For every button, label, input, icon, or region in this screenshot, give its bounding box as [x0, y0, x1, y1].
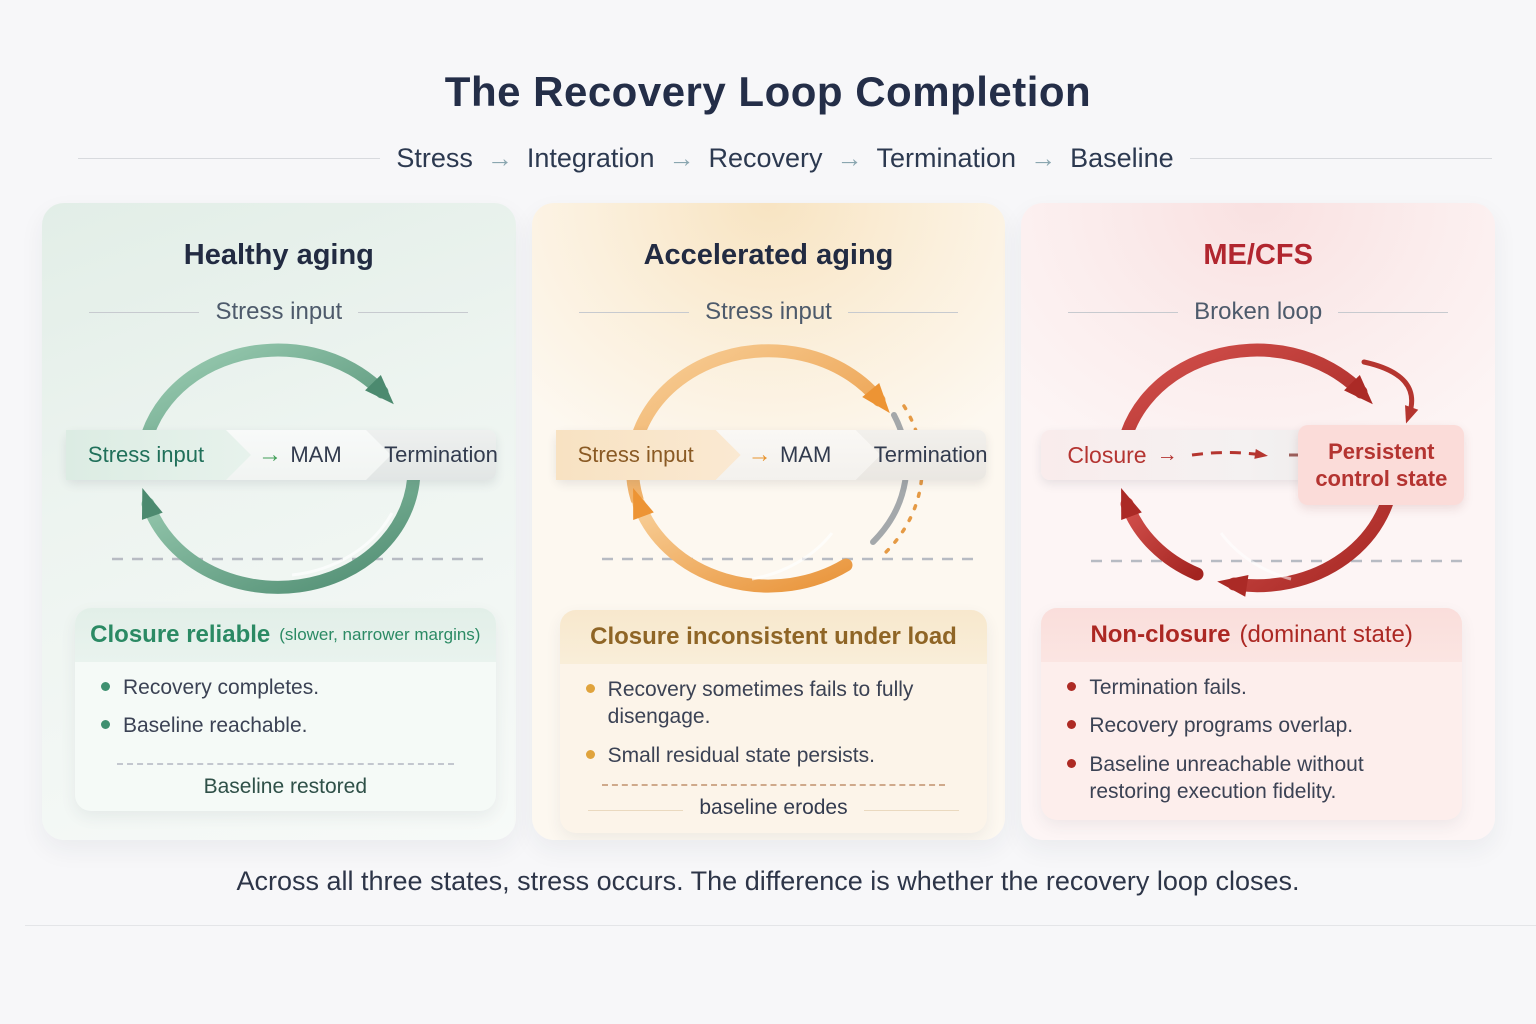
- bullet-item: Baseline unreachable without restoring e…: [1067, 751, 1436, 806]
- subtitle-line: [579, 311, 690, 313]
- card-heading-text: Non-closure: [1090, 621, 1231, 648]
- stress-segment: [66, 430, 251, 480]
- summary-card: Closure reliable (slower, narrower margi…: [75, 608, 496, 811]
- closure-bar: Closure →: [1041, 430, 1334, 480]
- footer-divider-line: [25, 925, 1536, 926]
- subtitle-text: Stress input: [705, 298, 832, 325]
- subtitle-text: Stress input: [215, 298, 343, 325]
- process-bar: Stress input → MAM Termination: [555, 430, 988, 480]
- bullet-dot-icon: [585, 684, 595, 693]
- bar-stress-label: Stress input: [577, 442, 694, 467]
- card-heading-note: (slower, narrower margins): [279, 625, 481, 644]
- bullet-item: Termination fails.: [1067, 674, 1436, 701]
- bullet-text: Termination fails.: [1089, 676, 1247, 699]
- bullet-item: Baseline reachable.: [101, 712, 470, 739]
- card-caption: baseline erodes: [560, 786, 988, 826]
- flow-step: Termination: [876, 142, 1017, 173]
- dashed-divider: [601, 783, 946, 786]
- bullet-dot-icon: [1067, 682, 1077, 691]
- bar-termination-label: Termination: [873, 442, 988, 467]
- bullet-text: Recovery programs overlap.: [1089, 714, 1354, 738]
- panel-subtitle: Stress input: [62, 297, 496, 327]
- healthy-loop-icon: [112, 343, 487, 594]
- panel-accelerated-aging: Accelerated aging Stress input Stress in…: [531, 203, 1006, 840]
- bullet-dot-icon: [101, 720, 110, 730]
- flow-right-line: [1189, 157, 1492, 159]
- closure-arrow-icon: →: [1156, 443, 1178, 466]
- panel-healthy-aging: Healthy aging Stress input Stress input …: [42, 203, 516, 840]
- card-body: Termination fails. Recovery programs ove…: [1041, 662, 1462, 824]
- process-bar: Stress input → MAM Termination: [66, 430, 498, 480]
- bullet-item: Recovery completes.: [101, 674, 470, 701]
- panel-title: Accelerated aging: [643, 239, 894, 271]
- persistent-control-state-box: Persistent control state: [1298, 425, 1465, 505]
- bar-stress-label: Stress input: [87, 442, 205, 467]
- panel-title: Healthy aging: [183, 239, 374, 271]
- flow-left-line: [78, 157, 381, 159]
- flow-step: Integration: [526, 142, 655, 173]
- card-caption: Baseline restored: [203, 774, 368, 798]
- summary-card: Closure inconsistent under load Recovery…: [559, 610, 988, 833]
- flow-steps: Stress → Integration → Recovery → Termin…: [396, 143, 1173, 174]
- bullet-text: Small residual state persists.: [607, 743, 875, 767]
- bullet-item: Recovery sometimes fails to fully diseng…: [585, 676, 962, 731]
- flow-step: Stress: [396, 142, 473, 173]
- card-heading: Closure inconsistent under load: [559, 610, 988, 664]
- bullet-dot-icon: [1067, 758, 1077, 768]
- bullet-dot-icon: [1067, 720, 1077, 730]
- panel-subtitle: Broken loop: [1041, 297, 1475, 327]
- flow-step: Baseline: [1070, 142, 1174, 173]
- card-heading-note: (dominant state): [1239, 621, 1413, 648]
- card-body: Recovery sometimes fails to fully diseng…: [560, 664, 988, 784]
- card-body: Recovery completes. Baseline reachable.: [75, 662, 496, 759]
- bar-termination-label: Termination: [384, 442, 498, 467]
- flow-arrow-icon: →: [1030, 142, 1057, 173]
- card-heading-text: Closure inconsistent under load: [590, 623, 957, 650]
- bar-arrow-icon: →: [747, 441, 772, 468]
- dashed-divider: [117, 762, 454, 765]
- bar-arrow-icon: →: [258, 441, 282, 468]
- card-heading: Non-closure (dominant state): [1041, 608, 1462, 662]
- bullet-text: Baseline reachable.: [123, 714, 308, 738]
- panel-mecfs: ME/CFS Broken loop Closure →: [1021, 203, 1495, 840]
- summary-card: Non-closure (dominant state) Termination…: [1041, 608, 1462, 820]
- flow-arrow-icon: →: [668, 142, 695, 173]
- closure-label: Closure: [1067, 441, 1147, 468]
- subtitle-line: [358, 311, 469, 313]
- card-heading: Closure reliable (slower, narrower margi…: [75, 608, 496, 662]
- bullet-item: Small residual state persists.: [585, 742, 962, 769]
- subtitle-line: [89, 311, 200, 313]
- subtitle-line: [847, 311, 958, 313]
- card-heading-text: Closure reliable: [90, 621, 271, 648]
- broken-loop-icon: [1091, 343, 1467, 597]
- bullet-text: Recovery completes.: [123, 676, 320, 699]
- subtitle-line: [1068, 311, 1179, 313]
- flow-arrow-icon: →: [836, 142, 863, 173]
- bullet-dot-icon: [585, 749, 595, 759]
- stress-segment: [555, 430, 741, 480]
- footer-summary: Across all three states, stress occurs. …: [236, 866, 1300, 896]
- bullet-item: Recovery programs overlap.: [1067, 712, 1436, 739]
- bar-mam-label: MAM: [779, 442, 832, 467]
- bar-mam-label: MAM: [290, 442, 342, 467]
- page-title: The Recovery Loop Completion: [444, 68, 1092, 115]
- bullet-dot-icon: [101, 682, 110, 691]
- dashed-arrow-icon: [1191, 449, 1268, 459]
- subtitle-line: [1338, 311, 1449, 313]
- panel-title: ME/CFS: [1203, 239, 1313, 271]
- panel-subtitle: Stress input: [552, 297, 986, 327]
- panel-row: Healthy aging Stress input Stress input …: [42, 203, 1495, 840]
- flow-arrow-icon: →: [486, 142, 513, 173]
- flow-sequence: Stress → Integration → Recovery → Termin…: [78, 140, 1492, 176]
- bullet-text: Baseline unreachable without restoring e…: [1089, 752, 1364, 803]
- flow-step: Recovery: [708, 142, 823, 173]
- bullet-text: Recovery sometimes fails to fully diseng…: [607, 678, 914, 729]
- subtitle-text: Broken loop: [1194, 298, 1323, 325]
